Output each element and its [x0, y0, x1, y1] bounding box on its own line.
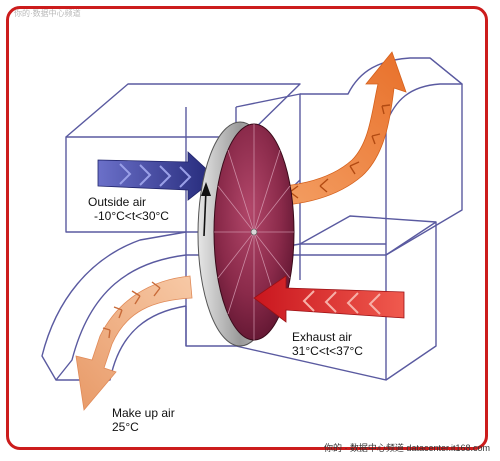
outside-air-arrow [97, 151, 217, 201]
outside-air-label: Outside air [88, 195, 147, 209]
watermark-bottom: 你的 · 数据中心频道 datacenter.it168.com [323, 443, 490, 453]
makeup-air-arrow [75, 275, 193, 411]
makeup-air-label: Make up air [112, 406, 175, 420]
watermark-top: 你的·数据中心频道 [14, 9, 81, 18]
exhaust-air-arrow [253, 275, 405, 323]
makeup-air-temperature: 25°C [112, 420, 139, 434]
exhaust-air-duct [235, 254, 387, 381]
exhaust-air-label: Exhaust air [292, 330, 353, 344]
exhaust-air-temperature-range: 31°C<t<37°C [292, 344, 363, 358]
makeup-air-duct [55, 254, 187, 381]
outside-air-temperature-range: -10°C<t<30°C [94, 209, 169, 223]
